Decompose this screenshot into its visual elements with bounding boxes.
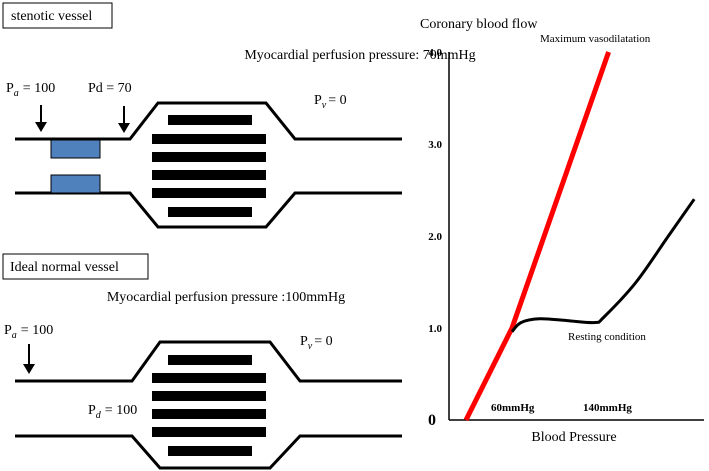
- stenotic-title: stenotic vessel: [11, 9, 92, 24]
- stenotic-title-box: [2, 2, 113, 29]
- normal-upper-wall: [15, 340, 402, 383]
- coronary-flow-chart: Coronary blood flow Blood Pressure Maxim…: [420, 17, 704, 445]
- normal-title: Ideal normal vessel: [10, 260, 119, 275]
- normal-myocardium-bars: [152, 355, 266, 456]
- y-tick-label: 1.0: [428, 323, 442, 335]
- stenosis-plaque-upper: [50, 139, 101, 159]
- y-tick-label: 2.0: [428, 231, 442, 243]
- normal-pd-label: Pd= 100: [88, 403, 137, 421]
- normal-pa-arrow: [23, 344, 35, 374]
- normal-vessel-panel: Ideal normal vessel Myocardial perfusion…: [2, 253, 402, 470]
- normal-pv-label: Pv= 0: [300, 334, 333, 352]
- stenosis-plaque-lower: [50, 174, 101, 194]
- stenotic-pa-arrow: [35, 105, 47, 132]
- series-label-max-vasodilatation: Maximum vasodilatation: [540, 33, 651, 45]
- stenotic-vessel-panel: stenotic vessel Myocardial perfusion pre…: [2, 2, 476, 229]
- y-tick-label: 0: [428, 412, 436, 429]
- stenotic-pa-label: Pa= 100: [6, 81, 55, 99]
- stenotic-upper-wall: [15, 101, 402, 141]
- y-tick-label: 4.0: [428, 47, 442, 59]
- y-tick-label: 3.0: [428, 139, 442, 151]
- x-annotation-140: 140mmHg: [583, 402, 632, 414]
- x-annotation-60: 60mmHg: [491, 402, 535, 414]
- stenotic-pv-label: Pv= 0: [314, 93, 347, 111]
- max-vasodilatation-line: [463, 51, 611, 422]
- normal-lower-wall: [15, 434, 402, 470]
- stenotic-pd-label: Pd = 70: [88, 81, 132, 96]
- series-label-resting: Resting condition: [568, 331, 646, 343]
- resting-condition-line: [510, 198, 696, 333]
- stenotic-pd-arrow: [118, 106, 130, 133]
- stenotic-myocardium-bars: [152, 115, 266, 217]
- stenotic-lower-wall: [15, 191, 402, 229]
- x-axis-label: Blood Pressure: [531, 430, 616, 445]
- normal-perfusion-label: Myocardial perfusion pressure :100mmHg: [107, 290, 345, 305]
- normal-title-box: [2, 253, 149, 280]
- stenotic-perfusion-label: Myocardial perfusion pressure: 70mmHg: [244, 48, 475, 63]
- normal-pa-label: Pa= 100: [4, 323, 53, 341]
- chart-title: Coronary blood flow: [420, 17, 538, 32]
- y-tick-labels: 0 1.0 2.0 3.0 4.0: [428, 47, 443, 429]
- series-lines: [463, 51, 696, 422]
